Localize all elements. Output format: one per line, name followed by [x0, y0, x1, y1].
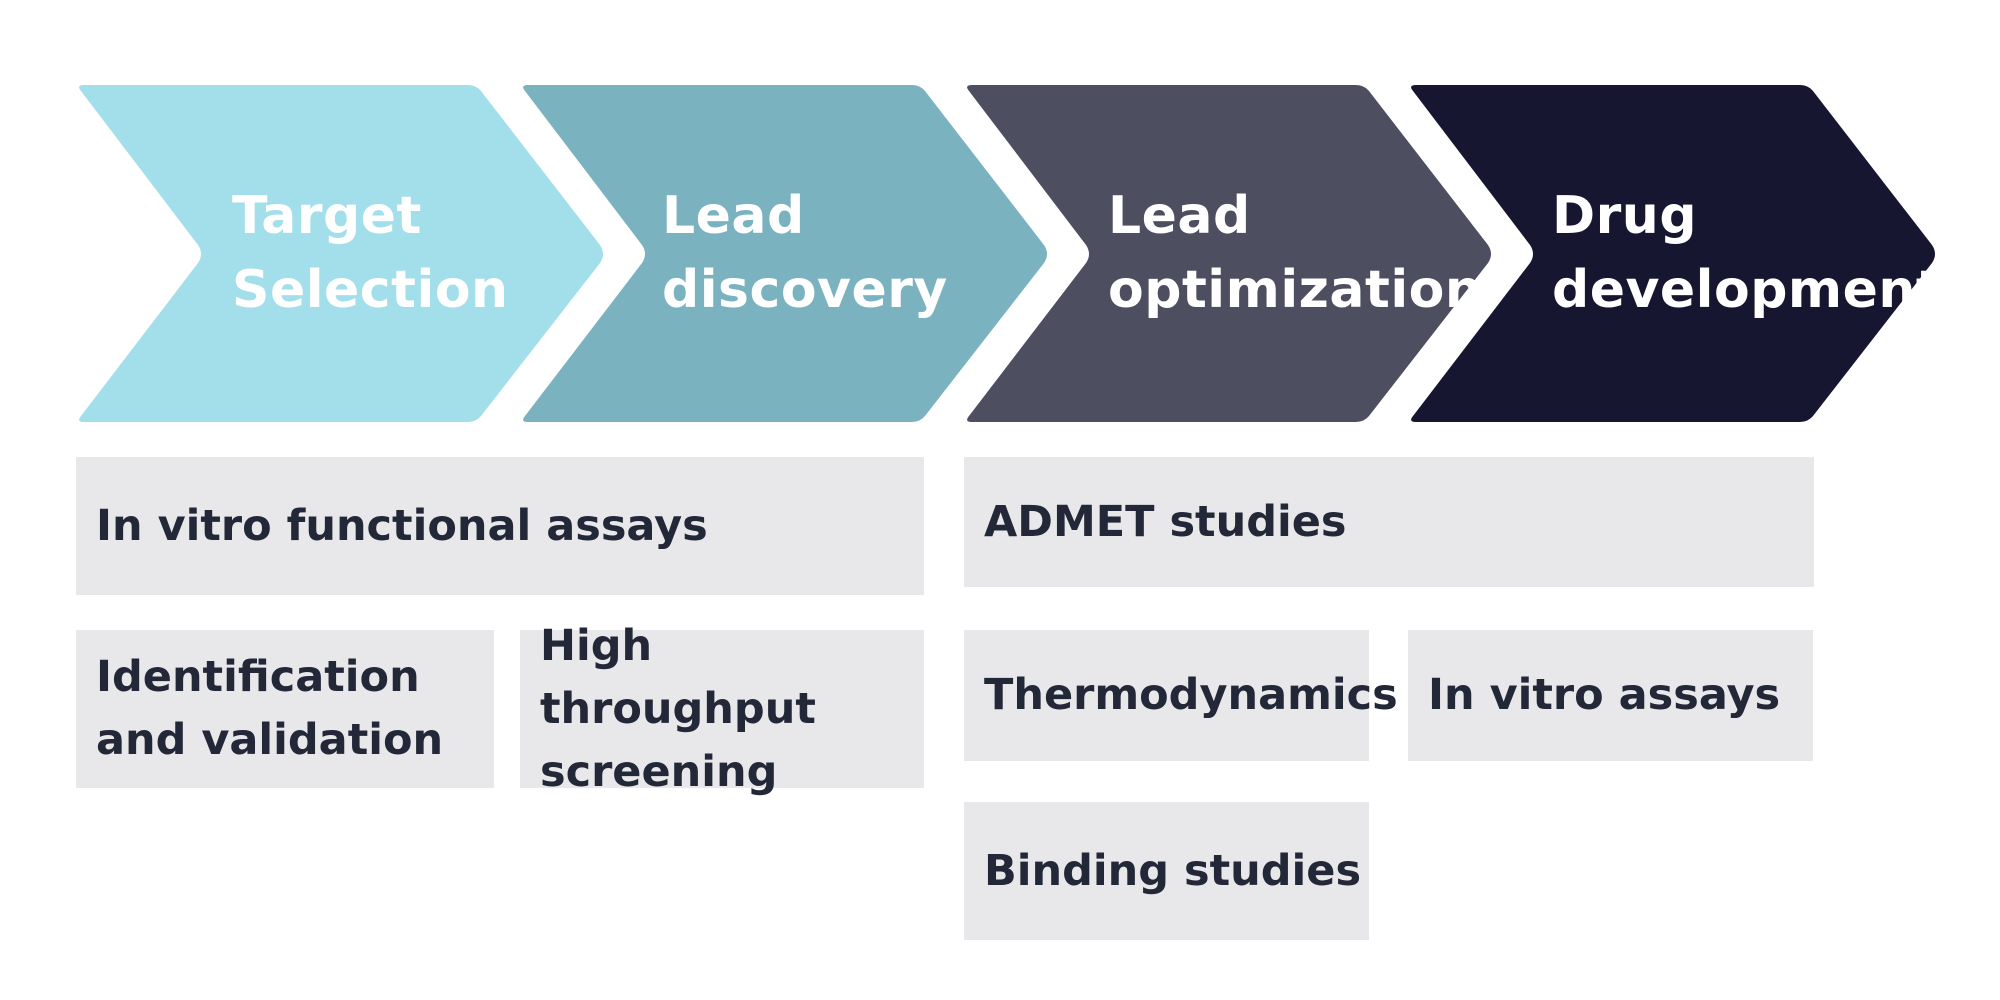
box-high-throughput-screening: High throughput screening: [520, 621, 924, 797]
stage-label-drug-development: Drug development: [1552, 179, 1941, 327]
stage-label-line: optimization: [1108, 260, 1483, 320]
stage-chevron-lead-discovery: [523, 85, 1047, 422]
box-text-line: and validation: [96, 715, 444, 765]
stage-label-line: Lead: [662, 186, 805, 246]
stage-chevron-drug-development: [1411, 85, 1935, 422]
box-identification-and-validation: Identification and validation: [76, 630, 494, 788]
box-in-vitro-assays: In vitro assays: [1408, 630, 1813, 761]
stage-label-target-selection: Target Selection: [232, 179, 509, 327]
box-admet-studies: ADMET studies: [964, 457, 1814, 587]
box-text: In vitro functional assays: [96, 500, 708, 551]
box-text: Binding studies: [984, 845, 1362, 896]
box-in-vitro-functional-assays: In vitro functional assays: [76, 457, 924, 595]
box-thermodynamics: Thermodynamics: [964, 630, 1398, 761]
box-text: In vitro assays: [1428, 670, 1781, 720]
box-text-line: High throughput: [540, 620, 816, 734]
box-text: ADMET studies: [984, 496, 1347, 547]
stage-label-lead-discovery: Lead discovery: [662, 179, 948, 327]
stage-label-line: Target: [232, 186, 422, 246]
stage-label-line: development: [1552, 260, 1942, 320]
box-text-line: screening: [540, 746, 778, 797]
stage-label-lead-optimization: Lead optimization: [1108, 179, 1482, 327]
stage-label-line: discovery: [662, 260, 948, 320]
stage-chevron-target-selection: [79, 85, 604, 422]
stage-label-line: Selection: [232, 260, 509, 320]
box-binding-studies: Binding studies: [964, 802, 1369, 940]
stage-chevron-lead-optimization: [967, 85, 1491, 422]
box-text: Thermodynamics: [984, 670, 1398, 720]
box-text-line: Identification: [96, 652, 420, 702]
stage-label-line: Drug: [1552, 186, 1698, 246]
stage-label-line: Lead: [1108, 186, 1251, 246]
